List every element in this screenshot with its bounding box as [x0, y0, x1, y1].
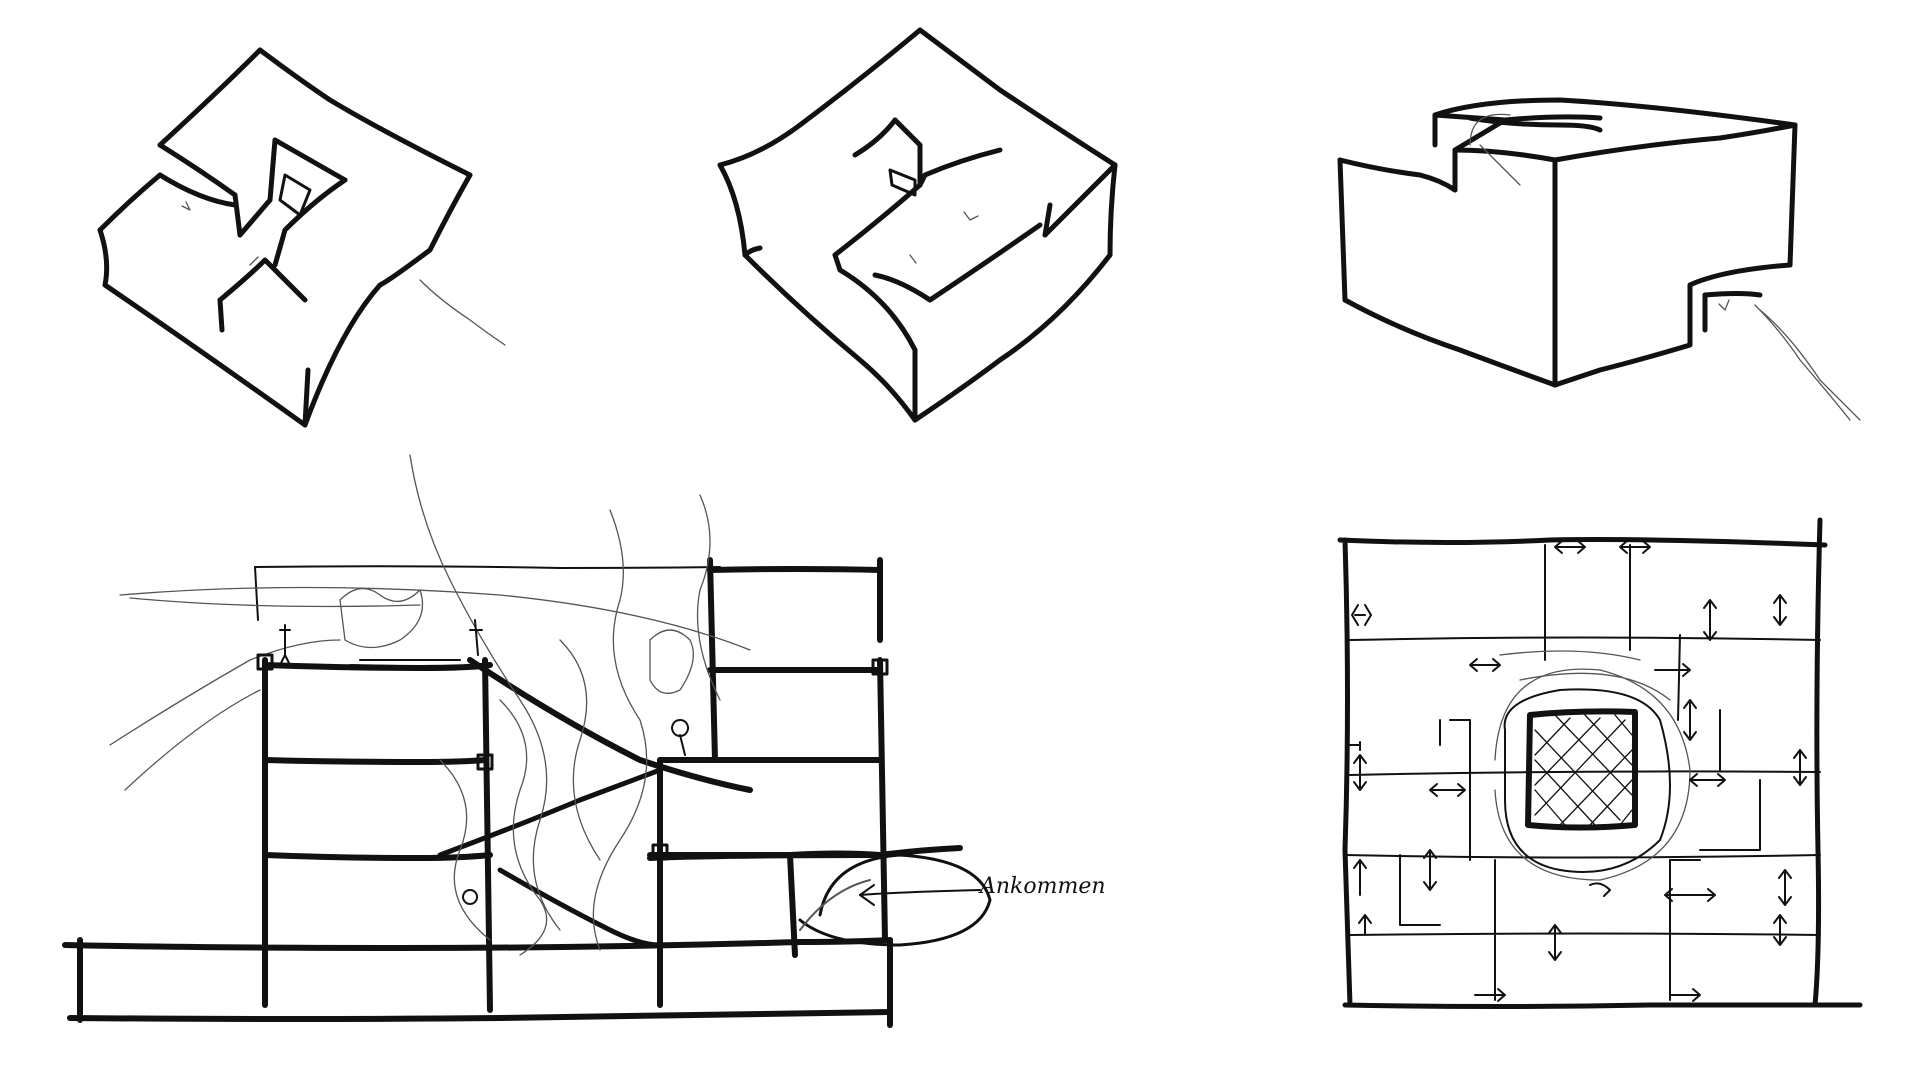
floor-plan-sketch [1337, 517, 1863, 1009]
stepped-block-sketch [1337, 97, 1861, 421]
iso-sketch-left [97, 47, 506, 428]
section-annotation: Ankommen [978, 874, 1106, 899]
building-section-sketch [62, 454, 992, 1028]
iso-sketch-middle [717, 27, 1118, 423]
